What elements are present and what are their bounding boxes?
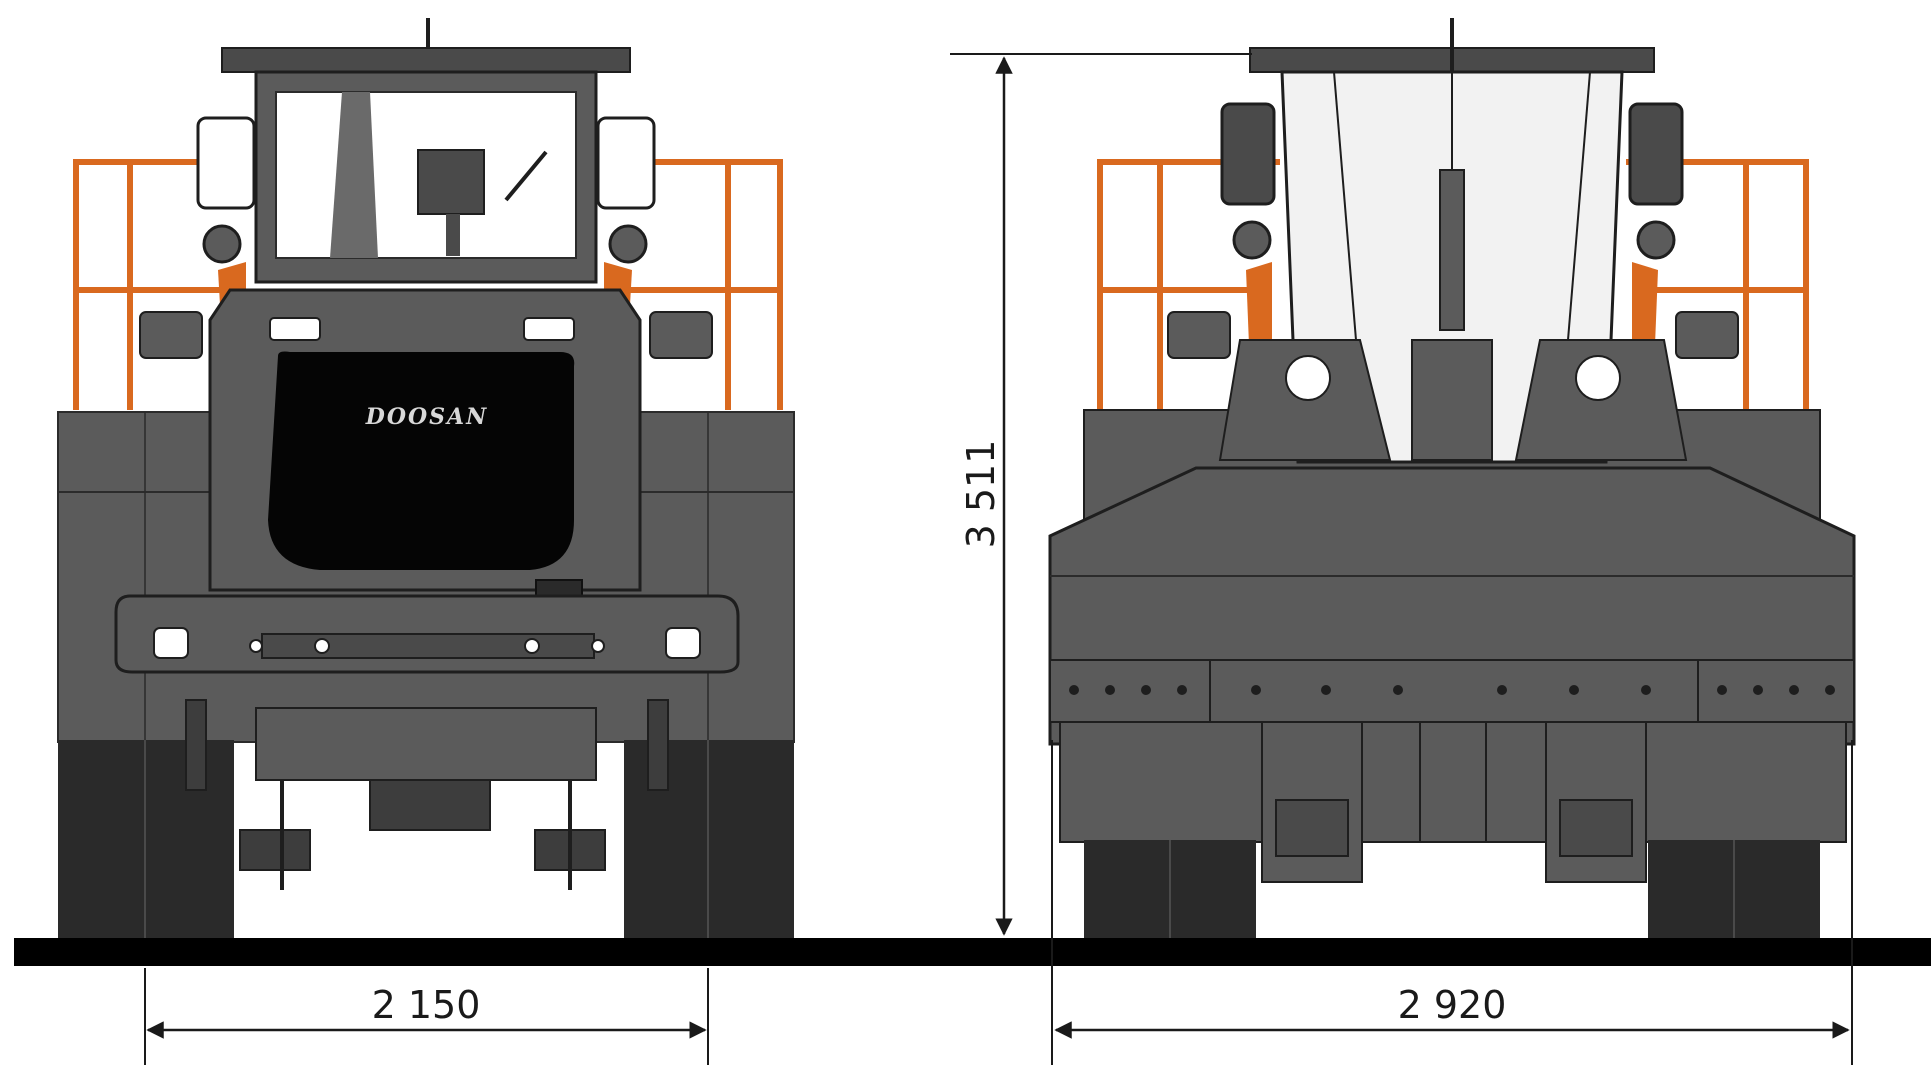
overall-height-label: 3 511 <box>959 440 1003 549</box>
rear-bolts <box>1069 685 1835 695</box>
ground-line <box>14 938 1931 966</box>
dimension-lines <box>144 53 1853 1065</box>
front-track-width-label: 2 150 <box>372 983 481 1027</box>
rear-bolt-band <box>1049 659 1855 723</box>
front-mirrors <box>196 116 656 264</box>
rear-lift-linkage <box>1218 339 1688 461</box>
rear-mirrors <box>1220 102 1684 260</box>
front-axle-parts <box>185 699 669 890</box>
front-bumper-lights <box>153 627 701 659</box>
front-headlights <box>269 317 575 341</box>
front-work-lights <box>139 311 713 359</box>
overall-width-label: 2 920 <box>1398 983 1507 1027</box>
front-guard-rail-right <box>598 159 783 410</box>
front-grille <box>268 351 575 570</box>
rear-view <box>1048 18 1856 938</box>
rear-work-lights <box>1167 311 1739 359</box>
front-brand-label: DOOSAN <box>365 404 488 430</box>
front-view: DOOSAN <box>57 18 795 938</box>
front-cab <box>221 18 631 284</box>
rear-tow-hitches <box>1261 721 1647 883</box>
front-counterweight-plate <box>255 707 597 781</box>
